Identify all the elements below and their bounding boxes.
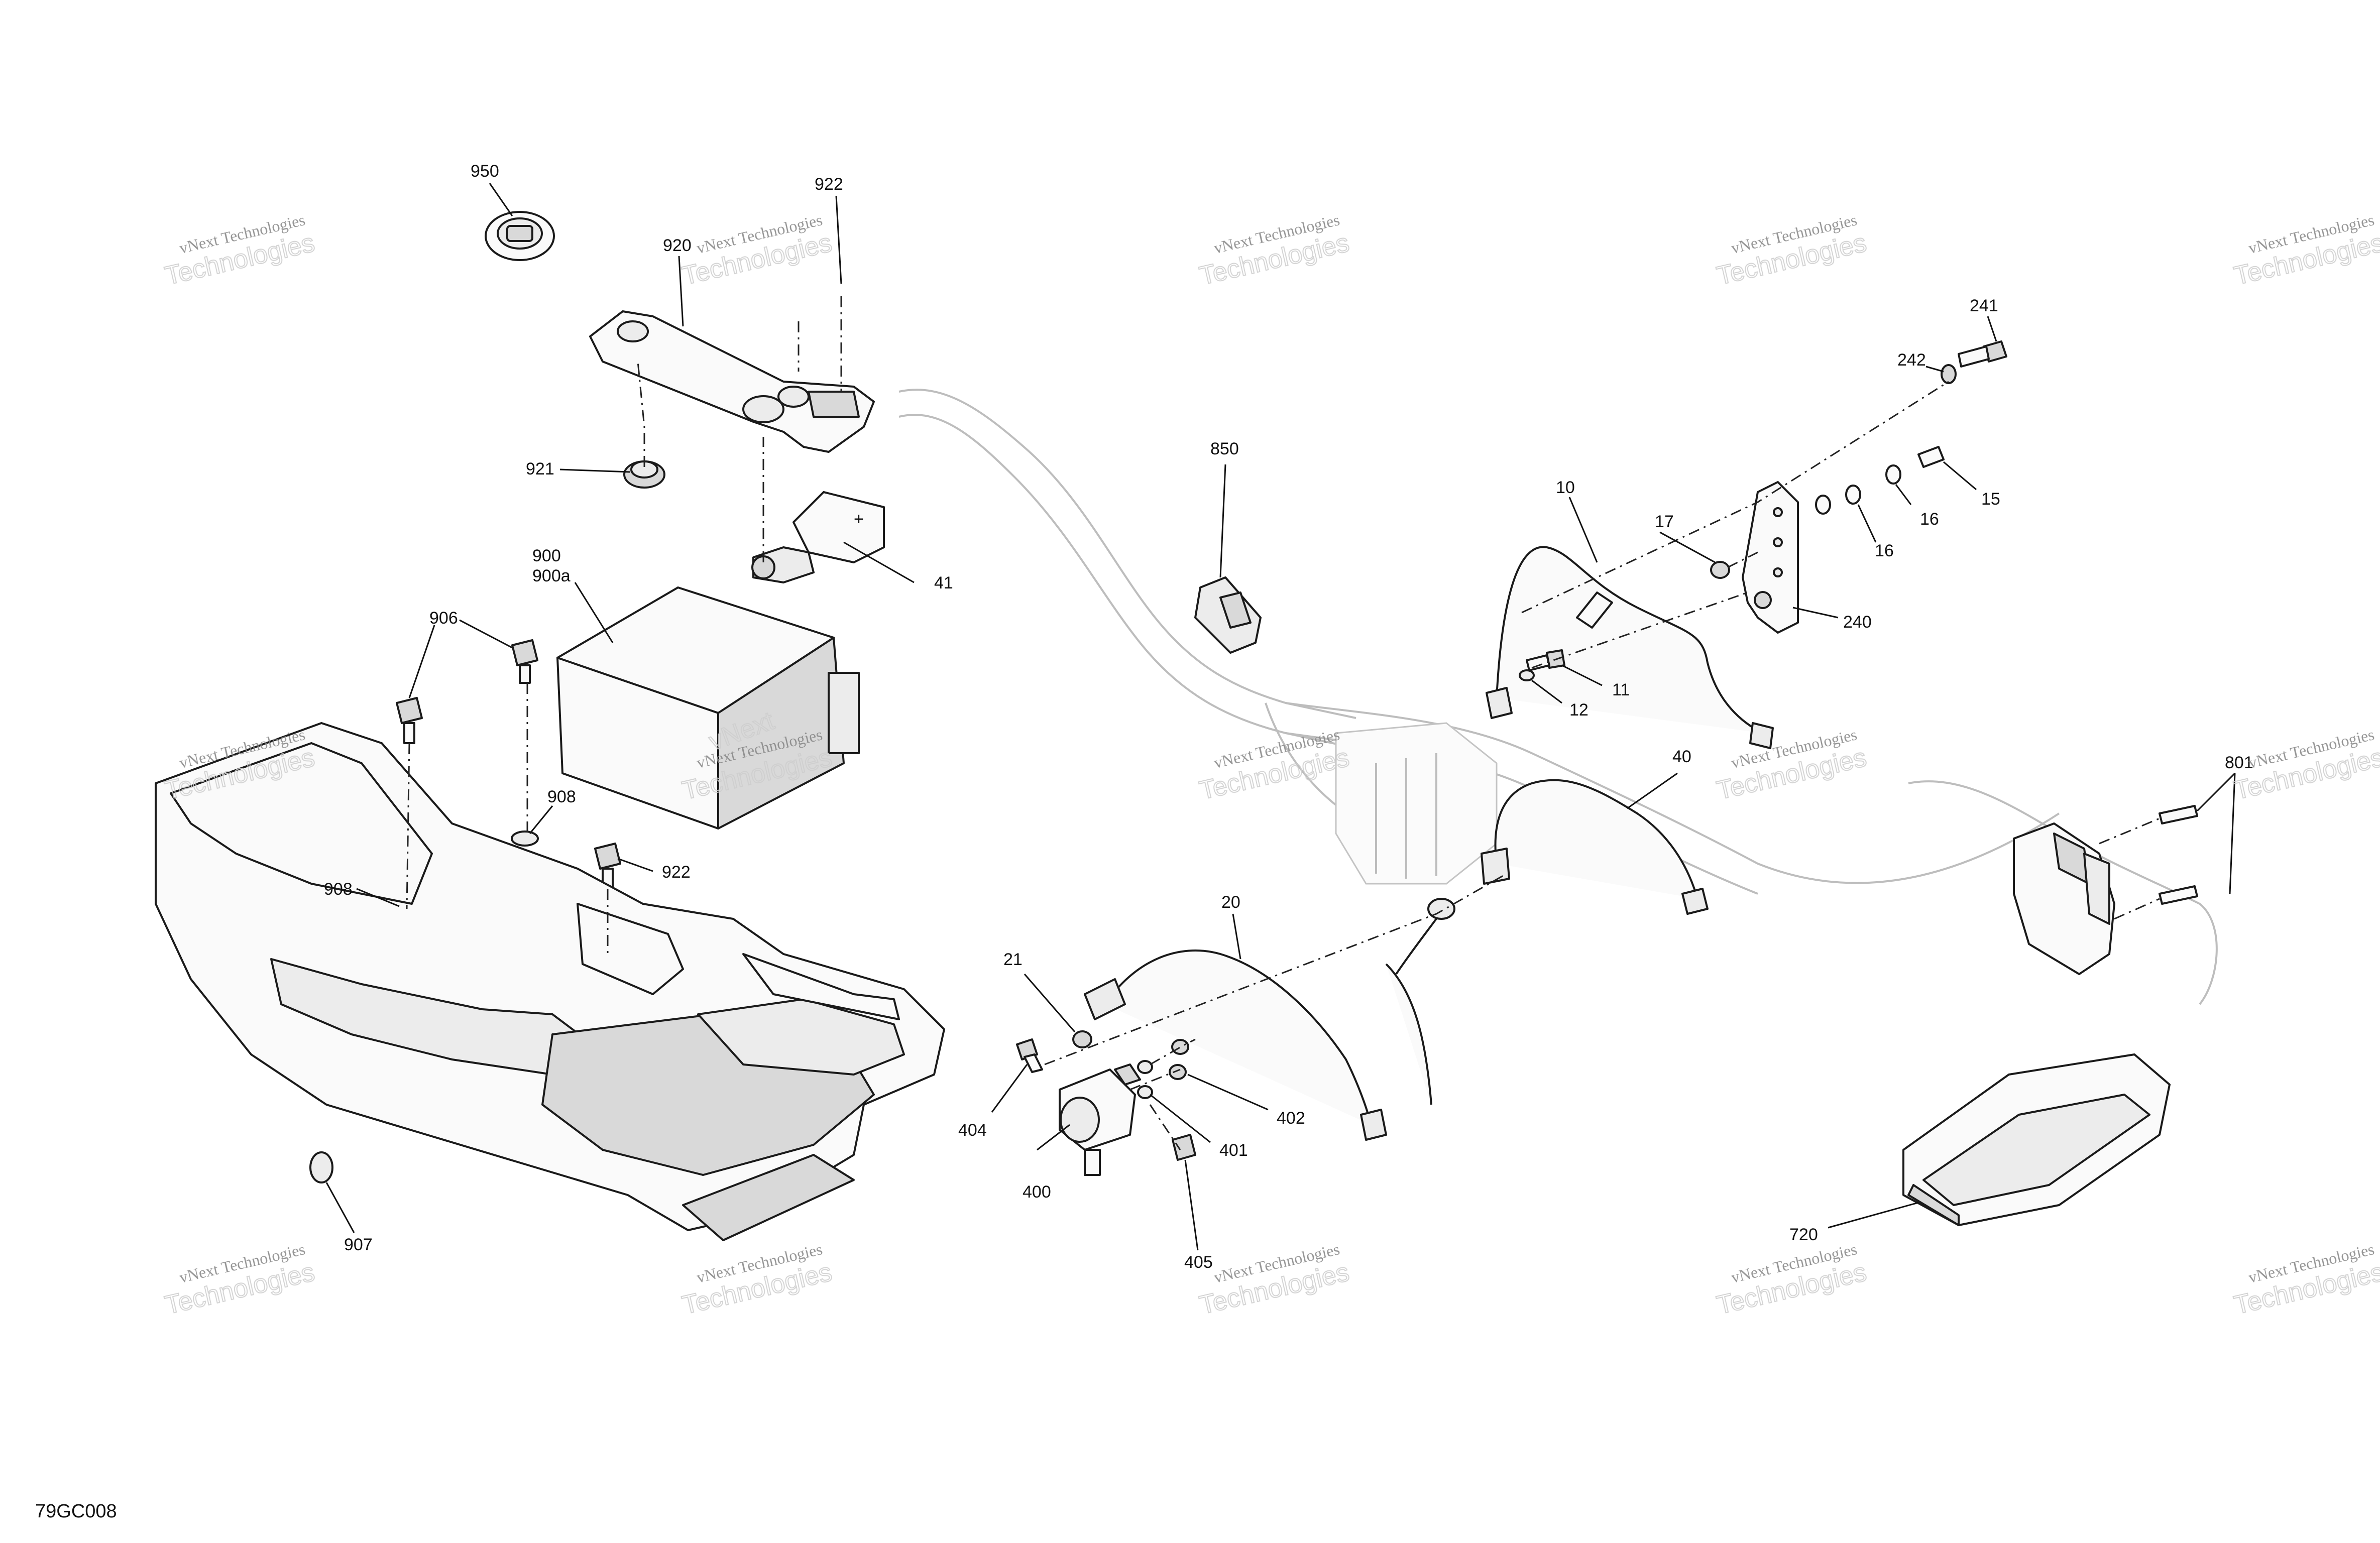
watermark: vNext Technologies Technologies — [1196, 210, 1352, 291]
callout-404: 404 — [958, 1121, 987, 1140]
bolt-15 — [1917, 446, 1945, 468]
washer-242 — [1941, 364, 1957, 384]
nut-17 — [1710, 561, 1730, 579]
callout-907: 907 — [344, 1235, 373, 1254]
callout-241: 241 — [1970, 296, 1998, 315]
watermark: vNext Technologies Technologies — [1714, 1240, 1870, 1321]
nut-21 — [1072, 1030, 1092, 1048]
watermark: vNext Technologies Technologies — [2231, 210, 2380, 291]
part-240-ground-plate — [1742, 481, 1799, 634]
callout-900a: 900a — [532, 566, 571, 585]
callout-950: 950 — [471, 162, 499, 181]
callout-922-mid: 922 — [662, 863, 691, 882]
callout-12: 12 — [1569, 700, 1589, 720]
bolt-801a — [2159, 805, 2198, 824]
part-41-terminal-cover: + — [751, 491, 885, 583]
callout-40: 40 — [1672, 747, 1691, 766]
callout-900: 900 — [532, 546, 561, 565]
bolt-801b — [2159, 885, 2198, 905]
callout-850: 850 — [1210, 439, 1239, 458]
callout-908-b: 908 — [324, 880, 353, 899]
callout-401: 401 — [1219, 1141, 1248, 1160]
part-950-accessory-socket — [485, 211, 555, 261]
callout-242: 242 — [1897, 350, 1926, 370]
callout-41: 41 — [934, 573, 953, 592]
callout-240: 240 — [1843, 613, 1872, 632]
part-battery-tray — [155, 722, 945, 1241]
watermark: vNext Technologies Technologies — [1196, 1240, 1352, 1321]
washer-12 — [1519, 669, 1535, 681]
part-10-ground-cable — [1486, 546, 1774, 749]
callout-20: 20 — [1221, 893, 1240, 912]
callout-15: 15 — [1981, 490, 2000, 509]
watermark: vNext Technologies Technologies — [679, 210, 835, 291]
part-920-battery-bracket — [589, 310, 875, 453]
nut-405 — [1172, 1134, 1196, 1161]
callout-906: 906 — [429, 609, 458, 628]
nut-402a — [1171, 1039, 1189, 1055]
grommet-907 — [309, 1151, 333, 1183]
nut-402b — [1169, 1064, 1187, 1080]
washer-401a — [1137, 1060, 1153, 1074]
leader-lines — [325, 183, 2236, 1251]
callout-10: 10 — [1556, 478, 1575, 497]
bolt-404 — [1016, 1038, 1043, 1073]
callout-400: 400 — [1023, 1182, 1051, 1202]
callout-921: 921 — [526, 459, 554, 479]
callout-920: 920 — [663, 236, 692, 255]
drawing-reference-code: 79GC008 — [35, 1501, 117, 1522]
part-850-connector — [1194, 576, 1262, 654]
watermark: vNext Technologies Technologies — [162, 210, 318, 291]
washer-908a — [511, 830, 539, 847]
callout-16-a: 16 — [1920, 510, 1939, 529]
part-900-battery — [556, 586, 860, 829]
bolt-241 — [1958, 340, 2007, 368]
part-40-cable — [1481, 779, 1709, 915]
part-720-lamp — [1902, 1053, 2171, 1226]
washer-16c — [1815, 495, 1831, 515]
callout-11: 11 — [1612, 680, 1630, 699]
watermark: vNext Technologies Technologies — [2231, 725, 2380, 806]
fastener-922b — [594, 843, 621, 890]
watermark: vNext Technologies Technologies — [2231, 1240, 2380, 1321]
part-801-module — [2013, 822, 2115, 975]
frame-ghost-outline — [898, 389, 2218, 1005]
callout-720: 720 — [1789, 1225, 1818, 1244]
watermark: vNext Technologies Technologies — [679, 1240, 835, 1321]
callout-922-top: 922 — [815, 175, 843, 194]
part-400-solenoid — [1059, 1063, 1141, 1176]
callout-405: 405 — [1184, 1253, 1213, 1272]
part-20-positive-cable — [1084, 949, 1387, 1141]
watermark: vNext Technologies Technologies — [162, 1240, 318, 1321]
washer-401b — [1137, 1085, 1153, 1099]
callout-17: 17 — [1655, 512, 1674, 531]
callout-402: 402 — [1277, 1109, 1305, 1128]
assembly-dash-lines — [406, 296, 2160, 1150]
washer-16a — [1885, 464, 1901, 485]
callout-801: 801 — [2225, 753, 2253, 772]
washer-16b — [1845, 485, 1861, 505]
fastener-906b — [511, 639, 538, 684]
svg-text:+: + — [854, 510, 864, 529]
callout-labels: 950 922 920 921 41 900 900a 906 908 908 … — [324, 162, 2253, 1272]
callout-908-a: 908 — [547, 787, 576, 806]
fastener-906a — [396, 697, 423, 744]
watermark: vNext Technologies Technologies — [1714, 210, 1870, 291]
watermark: vNext Technologies Technologies — [1714, 725, 1870, 806]
callout-21: 21 — [1003, 950, 1023, 969]
cable-connector-end — [1385, 898, 1455, 1105]
watermark: vNext Technologies Technologies — [1196, 725, 1352, 806]
callout-16-b: 16 — [1875, 541, 1894, 560]
